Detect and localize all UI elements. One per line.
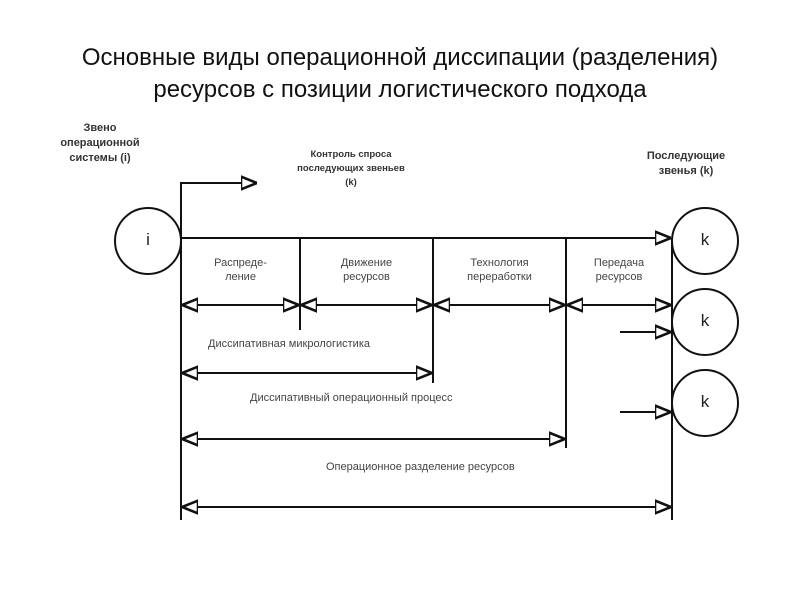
title-line-1: Основные виды операционной диссипации (р… [81,44,719,71]
stage-2-line-2: ресурсов [343,271,390,283]
source-link-line-3: системы (i) [69,152,131,164]
node-k3-circle [671,369,739,437]
source-link-line-1: Звено [83,122,117,134]
stage-transfer: Передача ресурсов [566,256,672,284]
source-link-label: Звено операционной системы (i) [40,121,160,166]
node-k1-circle [671,207,739,275]
node-k2-label: k [700,311,710,330]
stage-distribution: Распреде- ление [181,256,300,284]
demand-control-line-2: последующих звеньев [297,163,405,174]
slide-title: Основные виды операционной диссипации (р… [0,42,800,106]
demand-control-line-1: Контроль спроса [310,149,392,160]
node-k3-label: k [700,392,710,411]
stage-3-line-2: переработки [467,271,532,283]
next-links-line-1: Последующие [646,150,726,162]
span-resource-separation-label: Операционное разделение ресурсов [326,461,515,473]
stage-1-line-2: ление [225,271,256,283]
node-k2-circle [671,288,739,356]
stage-4-line-1: Передача [593,257,645,269]
node-k1-label: k [700,230,710,249]
source-link-line-2: операционной [60,137,140,149]
demand-control-line-3: (k) [345,177,357,188]
node-i-label: i [146,230,150,249]
span-operational-process-label: Диссипативный операционный процесс [250,392,453,404]
node-i-circle [114,207,182,275]
next-links-line-2: звенья (k) [658,165,714,177]
stage-4-line-2: ресурсов [595,271,643,283]
next-links-label: Последующие звенья (k) [626,149,746,179]
stage-processing: Технология переработки [433,256,566,284]
stage-1-line-1: Распреде- [214,257,267,269]
stage-2-line-1: Движение [340,257,393,269]
title-line-2: ресурсов с позиции логистического подход… [153,76,647,103]
demand-control-label: Контроль спроса последующих звеньев (k) [276,148,426,190]
stage-3-line-1: Технология [470,257,529,269]
span-micrologistics-label: Диссипативная микрологистика [208,338,370,350]
stage-movement: Движение ресурсов [300,256,433,284]
